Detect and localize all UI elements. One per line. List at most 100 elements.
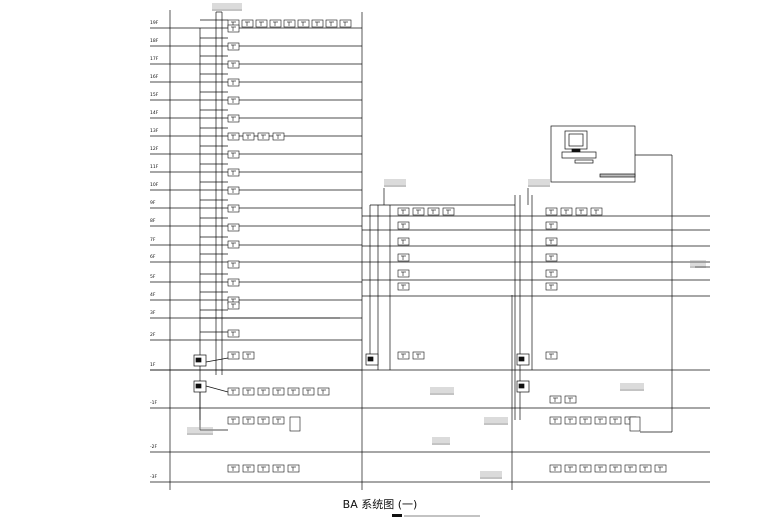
floor-label: -1F [150, 400, 157, 406]
device-box [654, 464, 667, 473]
device-box [624, 464, 637, 473]
floor-label: -2F [150, 444, 157, 450]
device-box [545, 221, 558, 230]
floor-label: 15F [150, 92, 159, 98]
device-box [560, 207, 573, 216]
device-box [257, 387, 270, 396]
device-box [594, 464, 607, 473]
device-box [269, 19, 282, 28]
floor-label: 17F [150, 56, 159, 62]
computer-icon [561, 130, 597, 164]
device-box [227, 240, 240, 249]
device-box [609, 416, 622, 425]
device-box [609, 464, 622, 473]
device-box [397, 221, 410, 230]
device-box [639, 464, 652, 473]
device-box [545, 282, 558, 291]
ddc-controller [193, 380, 207, 393]
device-box [242, 351, 255, 360]
floor-label: 18F [150, 38, 159, 44]
device-box [549, 464, 562, 473]
floor-label: -3F [150, 474, 157, 480]
device-box [412, 351, 425, 360]
device-box [227, 114, 240, 123]
device-box [257, 416, 270, 425]
device-box [579, 464, 592, 473]
floor-label: 2F [150, 332, 156, 338]
device-box [227, 351, 240, 360]
device-box [311, 19, 324, 28]
floor-label: 12F [150, 146, 159, 152]
diagram-caption: BA 系统图 (一) [342, 498, 418, 511]
device-box [255, 19, 268, 28]
panel-box [629, 416, 641, 432]
ddc-controller [516, 353, 530, 366]
floor-label: 11F [150, 164, 159, 170]
annotation-label [430, 387, 454, 395]
annotation-label [432, 437, 450, 445]
annotation-label [212, 3, 242, 11]
caption-underline [392, 513, 482, 520]
panel-box [289, 416, 301, 432]
floor-label: 19F [150, 20, 159, 26]
device-box [545, 237, 558, 246]
device-box [549, 395, 562, 404]
annotation-labels [187, 3, 706, 479]
device-box [227, 204, 240, 213]
floor-label: 4F [150, 292, 156, 298]
device-box [227, 168, 240, 177]
device-box [545, 207, 558, 216]
device-box [227, 416, 240, 425]
annotation-label [384, 179, 406, 187]
ddc-controller [365, 353, 379, 366]
floor-label: 10F [150, 182, 159, 188]
device-box [397, 351, 410, 360]
ddc-controllers [193, 353, 530, 393]
device-box [564, 464, 577, 473]
device-box [272, 132, 285, 141]
device-box [227, 260, 240, 269]
annotation-label [620, 383, 644, 391]
floor-label: 14F [150, 110, 159, 116]
device-box [227, 24, 240, 33]
device-box [242, 464, 255, 473]
device-box [227, 329, 240, 338]
annotation-label [187, 427, 213, 435]
device-box [227, 60, 240, 69]
device-box [590, 207, 603, 216]
device-box [227, 42, 240, 51]
annotation-label [528, 179, 550, 187]
device-box [242, 387, 255, 396]
device-box [227, 464, 240, 473]
ddc-controller [193, 354, 207, 367]
device-box [227, 78, 240, 87]
annotation-label [690, 260, 706, 268]
floor-label: 5F [150, 274, 156, 280]
device-box [545, 253, 558, 262]
device-box [227, 132, 240, 141]
central-workstation [550, 125, 636, 183]
device-box [242, 132, 255, 141]
device-box [227, 186, 240, 195]
device-box [272, 416, 285, 425]
device-box [257, 464, 270, 473]
wire [205, 385, 229, 393]
device-box [287, 464, 300, 473]
floor-label: 9F [150, 200, 156, 206]
device-box [427, 207, 440, 216]
ddc-controller [516, 380, 530, 393]
wire [205, 357, 229, 363]
floor-label: 13F [150, 128, 159, 134]
device-box [242, 416, 255, 425]
device-box [545, 351, 558, 360]
device-box [564, 416, 577, 425]
network-switch [599, 173, 636, 178]
floor-labels: 19F18F17F16F15F14F13F12F11F10F9F8F7F6F5F… [150, 20, 159, 480]
device-box [579, 416, 592, 425]
device-box [397, 237, 410, 246]
wiring-lines [150, 10, 710, 490]
device-box [302, 387, 315, 396]
device-box [227, 301, 240, 310]
device-box [442, 207, 455, 216]
